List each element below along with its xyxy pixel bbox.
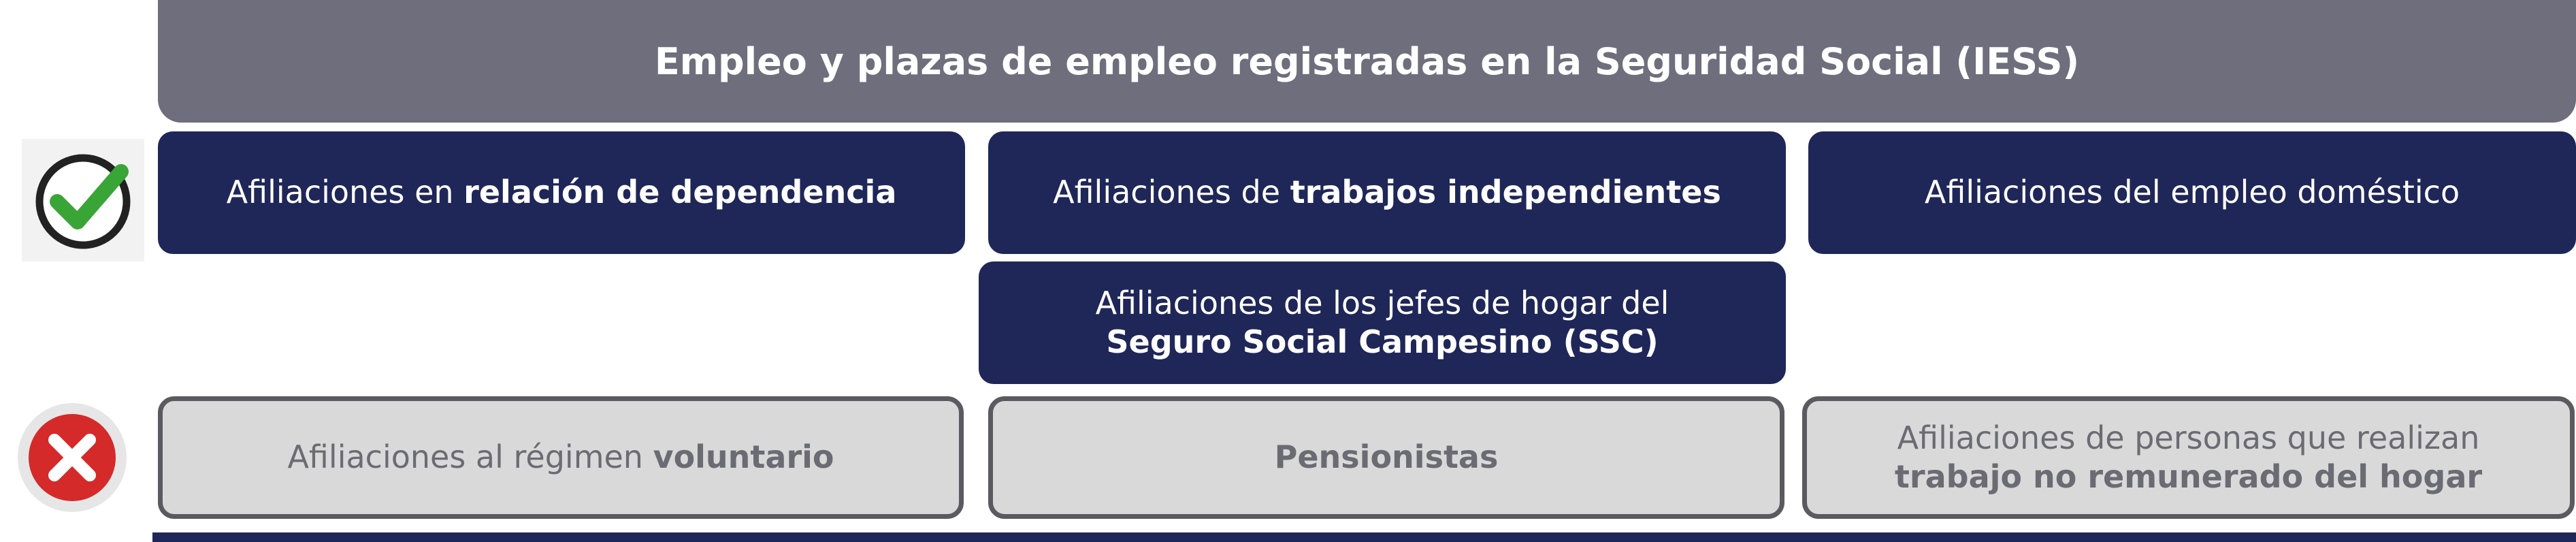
- included-item-bold: trabajos independientes: [1290, 174, 1721, 211]
- excluded-item-bold: Pensionistas: [1274, 439, 1499, 476]
- included-item-independientes: Afiliaciones de trabajos independientes: [988, 131, 1786, 254]
- excluded-item-bold: trabajo no remunerado del hogar: [1894, 458, 2483, 495]
- excluded-item-no-remunerado: Afiliaciones de personas que realizan tr…: [1802, 396, 2575, 519]
- header-title-box: Empleo y plazas de empleo registradas en…: [158, 0, 2576, 123]
- bottom-divider-bar: [152, 532, 2576, 542]
- excluded-item-text: Afiliaciones al régimen: [287, 439, 653, 476]
- included-item-text: Afiliaciones en: [226, 174, 464, 211]
- excluded-item-text: Afiliaciones de personas que realizan: [1897, 419, 2480, 456]
- included-item-ssc: Afiliaciones de los jefes de hogar del S…: [979, 261, 1786, 384]
- excluded-item-bold: voluntario: [653, 439, 834, 476]
- included-item-domestico: Afiliaciones del empleo doméstico: [1808, 131, 2576, 254]
- cross-icon: [16, 402, 128, 513]
- excluded-item-pensionistas: Pensionistas: [988, 396, 1784, 519]
- header-title: Empleo y plazas de empleo registradas en…: [654, 39, 2080, 83]
- included-item-dependencia: Afiliaciones en relación de dependencia: [158, 131, 965, 254]
- check-icon: [22, 139, 144, 261]
- included-item-text: Afiliaciones del empleo doméstico: [1924, 174, 2460, 211]
- included-item-text: Afiliaciones de: [1053, 174, 1290, 211]
- included-item-text: Afiliaciones de los jefes de hogar del: [1095, 284, 1669, 321]
- excluded-item-voluntario: Afiliaciones al régimen voluntario: [158, 396, 964, 519]
- included-item-bold: Seguro Social Campesino (SSC): [1106, 323, 1659, 360]
- included-item-bold: relación de dependencia: [463, 174, 897, 211]
